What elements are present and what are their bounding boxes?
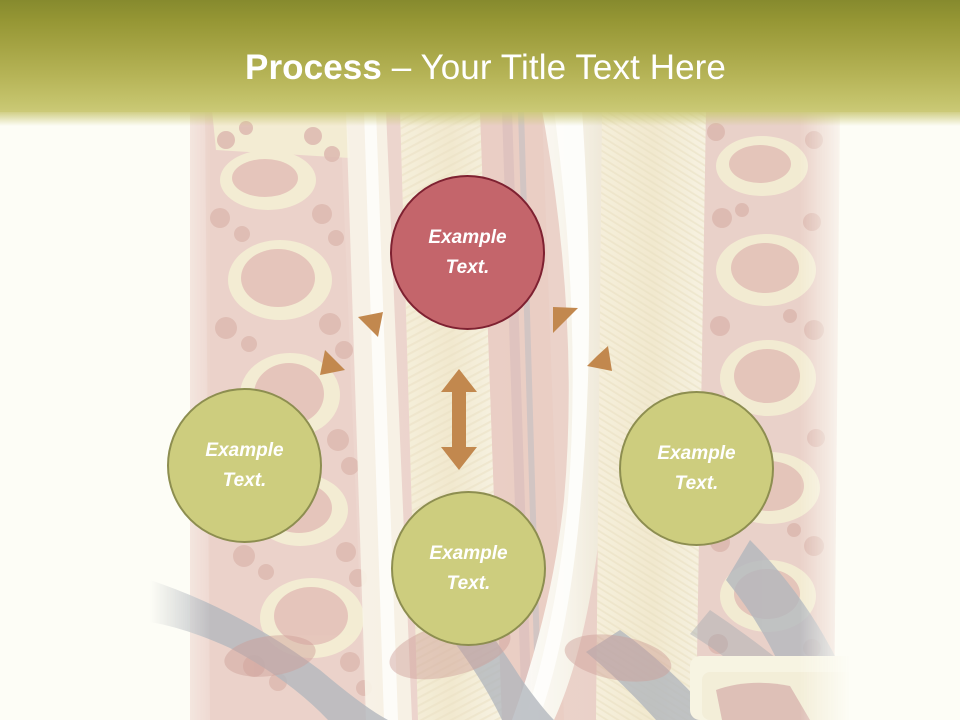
process-node-right-line2: Text.	[674, 472, 719, 494]
process-node-top[interactable]: Example Text.	[390, 175, 545, 330]
header-banner	[0, 0, 960, 112]
process-node-left-line1: Example	[205, 440, 284, 462]
process-node-top-line1: Example	[428, 227, 507, 249]
page-title-rest: Your Title Text Here	[420, 48, 726, 87]
process-node-bottom-line2: Text.	[446, 572, 491, 594]
process-node-right-line1: Example	[657, 443, 736, 465]
page-title-strong: Process	[245, 48, 382, 87]
process-node-top-line2: Text.	[445, 256, 490, 278]
page-title: Process – Your Title Text Here	[245, 48, 726, 88]
process-node-left[interactable]: Example Text.	[167, 388, 322, 543]
process-node-right[interactable]: Example Text.	[619, 391, 774, 546]
page-title-separator: –	[381, 48, 421, 87]
process-node-bottom-line1: Example	[429, 543, 508, 565]
process-node-left-line2: Text.	[222, 469, 267, 491]
process-node-bottom[interactable]: Example Text.	[391, 491, 546, 646]
